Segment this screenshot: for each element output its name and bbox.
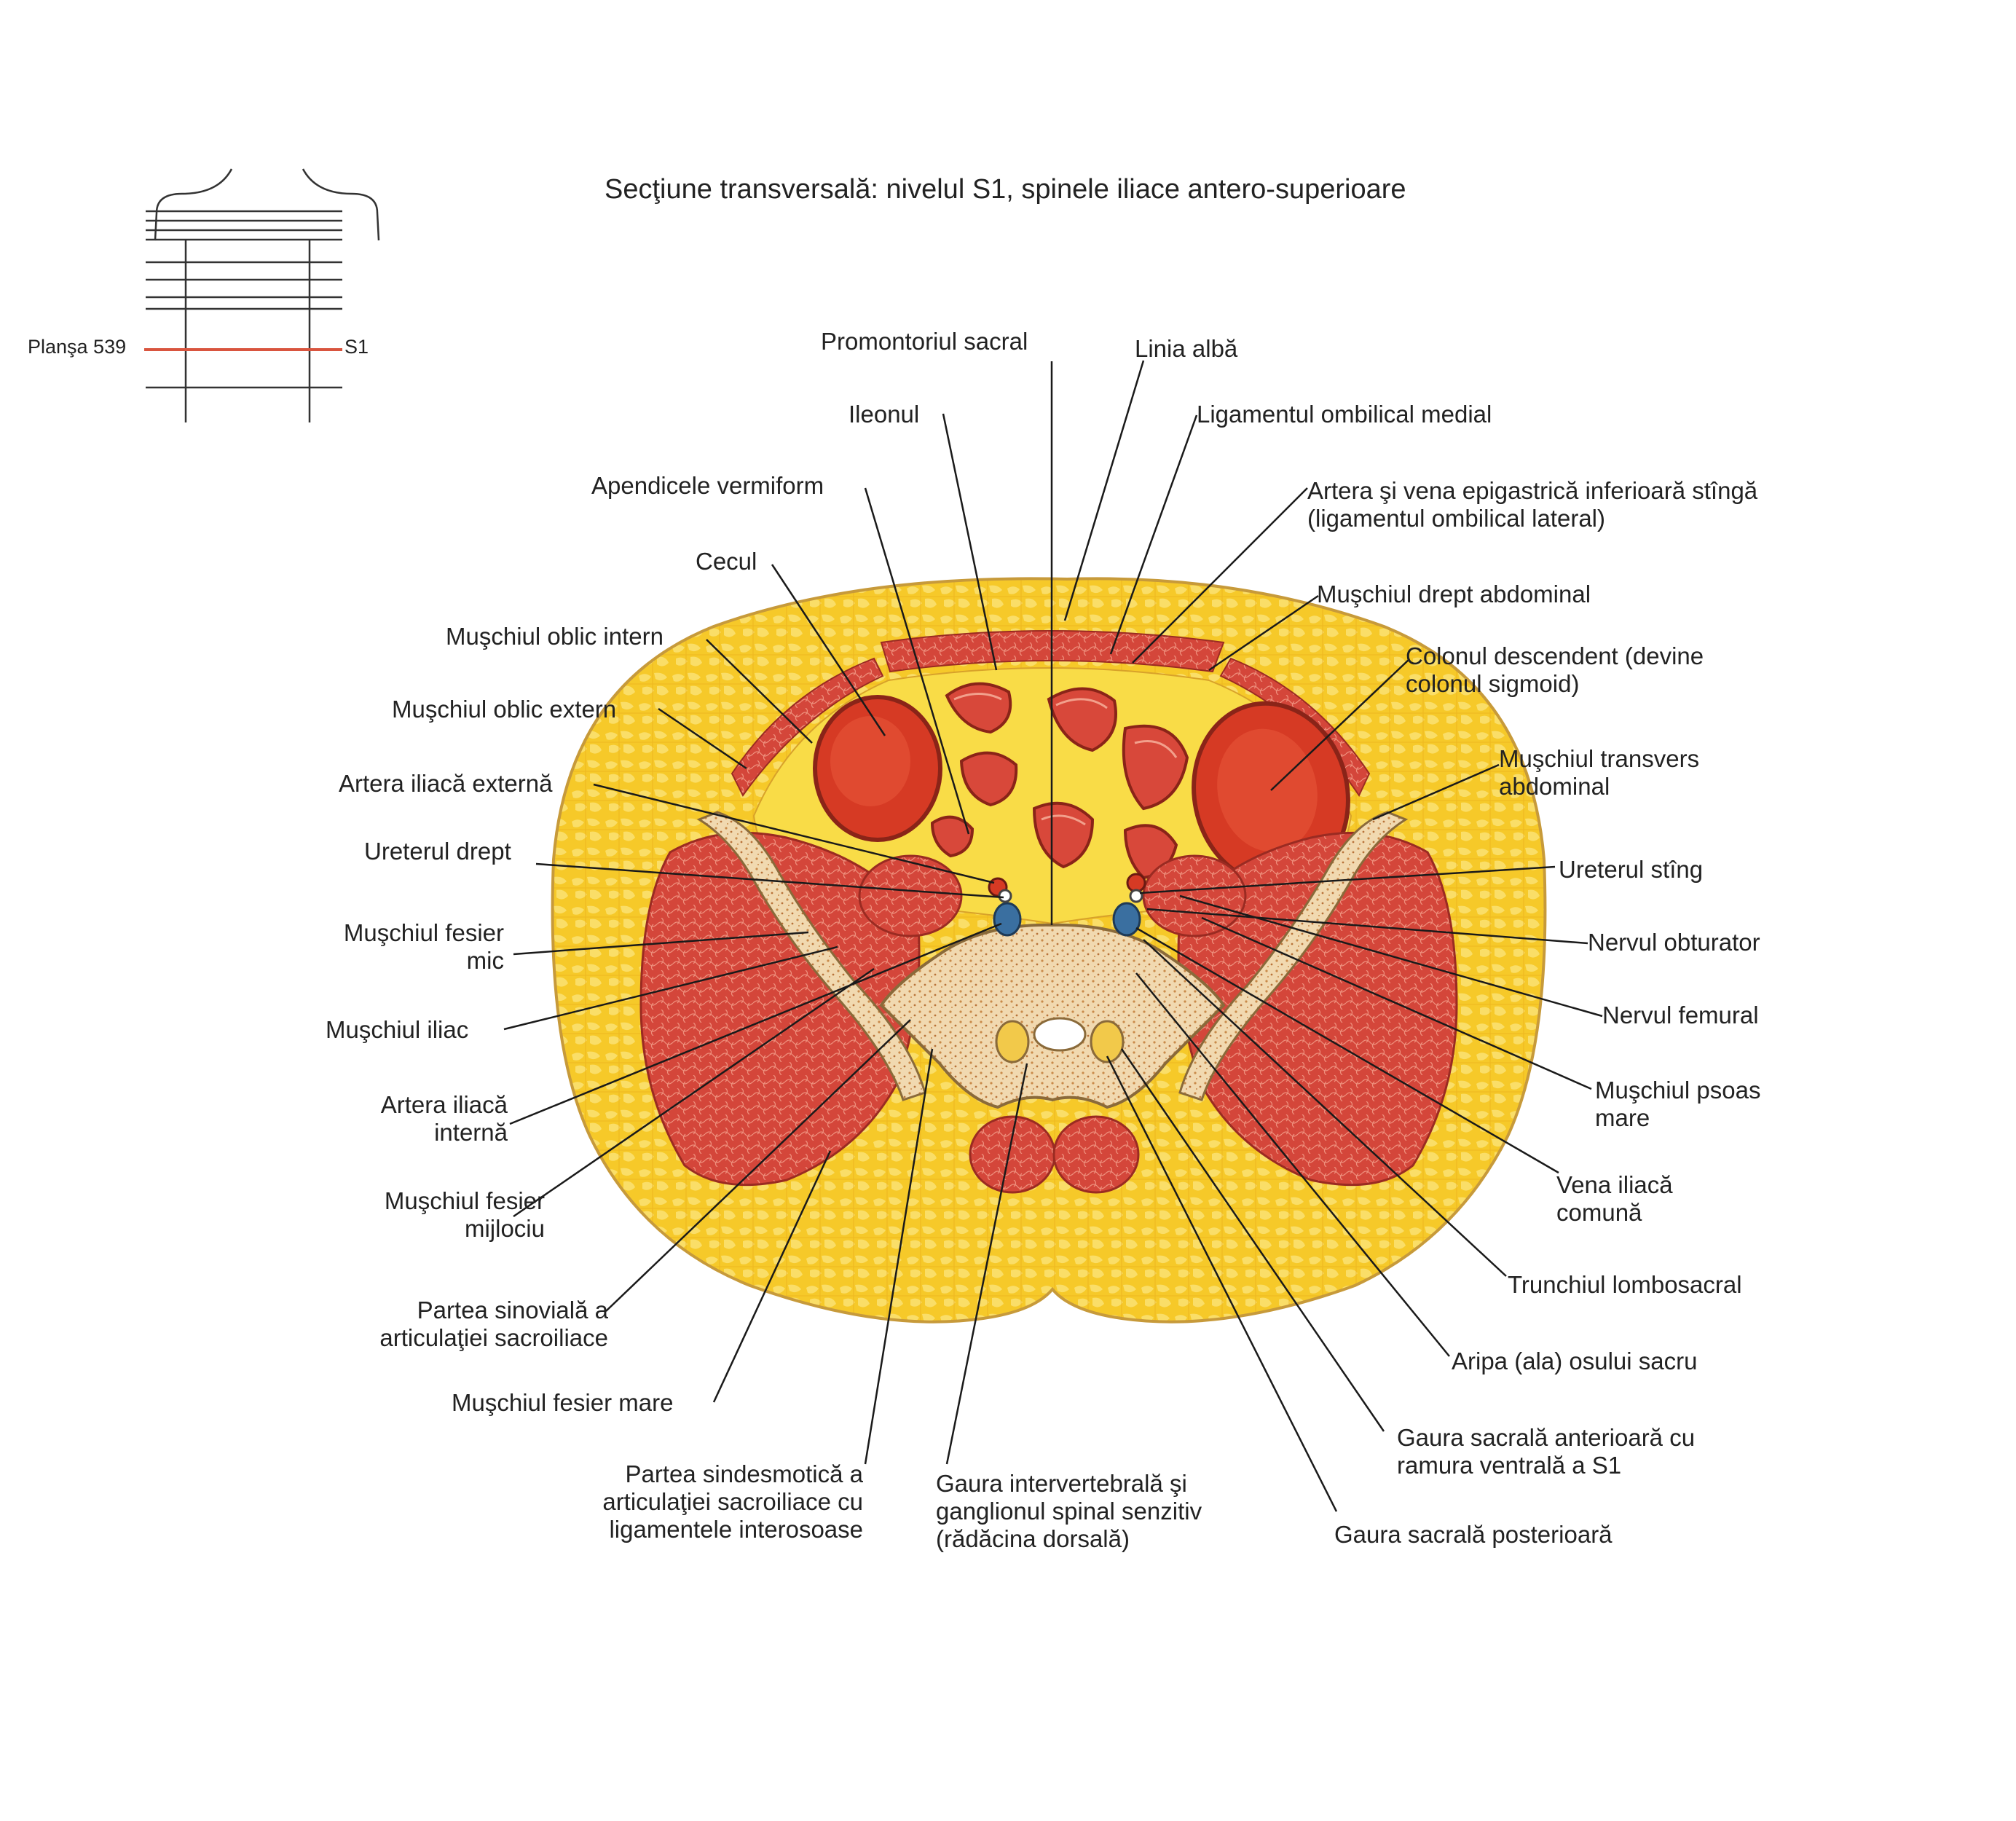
label-ureterul-drept: Ureterul drept xyxy=(364,838,511,865)
label-nervul-obturator: Nervul obturator xyxy=(1588,929,1760,956)
descending-colon-lumen xyxy=(1217,728,1318,852)
label-aripa-osului-sacru: Aripa (ala) osului sacru xyxy=(1452,1348,1698,1374)
label-promontoriul-sacral: Promontoriul sacral xyxy=(821,328,1028,355)
sacral-canal xyxy=(1033,1017,1087,1052)
label-apendicele-vermiform: Apendicele vermiform xyxy=(591,472,824,499)
figure-title: Secţiune transversală: nivelul S1, spine… xyxy=(605,174,1406,205)
sacral-foramen-left xyxy=(1090,1020,1125,1063)
cecum-lumen-highlight xyxy=(830,716,910,806)
locator-figure xyxy=(146,168,380,422)
label-nervul-femural: Nervul femural xyxy=(1602,1002,1759,1029)
label-linia-alba: Linia albă xyxy=(1135,335,1238,362)
label-muschiul-drept-abdominal: Muşchiul drept abdominal xyxy=(1317,581,1591,607)
gluteal-muscles-left xyxy=(1177,831,1458,1187)
label-muschiul-oblic-extern: Muşchiul oblic extern xyxy=(392,696,617,723)
psoas-left xyxy=(1142,854,1247,937)
label-trunchiul-lombosacral: Trunchiul lombosacral xyxy=(1508,1271,1742,1298)
iliac-vessels xyxy=(988,873,1146,937)
label-cecul: Cecul xyxy=(696,548,757,575)
label-ileonul: Ileonul xyxy=(848,401,920,428)
label-ligamentul-ombilical-medial: Ligamentul ombilical medial xyxy=(1197,401,1492,428)
label-artera-epigastrica: Artera şi vena epigastrică inferioară st… xyxy=(1307,477,1758,532)
lateral-wall-muscle-right xyxy=(731,657,884,797)
label-muschiul-iliac: Muşchiul iliac xyxy=(326,1016,469,1043)
label-gaura-sacrala-posterioara: Gaura sacrală posterioară xyxy=(1334,1521,1613,1548)
ilium-left xyxy=(1178,811,1409,1101)
label-artera-iliaca-externa: Artera iliacă externă xyxy=(339,770,553,797)
erector-spinae-right xyxy=(969,1115,1056,1194)
psoas-right xyxy=(858,854,963,937)
leader-lines xyxy=(503,360,1603,1512)
plate-reference-label: Planşa 539 xyxy=(28,336,127,358)
label-ureterul-sting: Ureterul stîng xyxy=(1559,856,1704,883)
sacrum xyxy=(879,923,1226,1109)
sacral-foramen-right xyxy=(995,1020,1030,1063)
level-marker-label: S1 xyxy=(344,336,369,358)
label-muschiul-oblic-intern: Muşchiul oblic intern xyxy=(446,623,664,650)
ileum-mucosal-folds xyxy=(953,693,1178,826)
erector-spinae-left xyxy=(1052,1115,1140,1194)
gluteal-muscles-right xyxy=(639,831,921,1187)
label-muschiul-fesier-mare: Muşchiul fesier mare xyxy=(452,1389,674,1416)
